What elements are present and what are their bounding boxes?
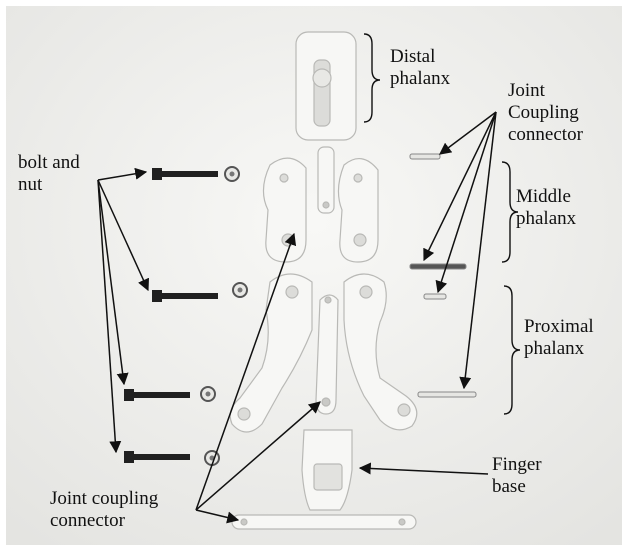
coupling-pin-small-3: [424, 294, 446, 299]
proximal-label-line2: phalanx: [524, 338, 594, 360]
joint-bottom-line2: connector: [50, 510, 158, 532]
bottom-coupling-bar: [232, 515, 416, 529]
coupling-pin-small-2: [410, 264, 466, 269]
middle-label-line2: phalanx: [516, 208, 576, 230]
middle-phalanx-left: [263, 158, 306, 262]
coupling-pin-small-1: [410, 154, 440, 159]
distal-phalanx-part: [296, 32, 356, 140]
middle-label-line1: Middle: [516, 186, 576, 208]
joint-coupling-connector-label-bottom: Joint coupling connector: [50, 488, 158, 532]
bolt-nut-line2: nut: [18, 174, 80, 196]
bolt-and-nut-label: bolt and nut: [18, 152, 80, 196]
joint-top-line1: Joint: [508, 80, 583, 102]
coupling-pin-small-4: [418, 392, 476, 397]
bolt-nut-line1: bolt and: [18, 152, 80, 174]
distal-label-line1: Distal: [390, 46, 450, 68]
middle-phalanx-right: [338, 159, 378, 262]
distal-label-line2: phalanx: [390, 68, 450, 90]
joint-top-line3: connector: [508, 124, 583, 146]
finger-base-line2: base: [492, 476, 542, 498]
finger-base-part: [302, 430, 352, 510]
joint-bottom-line1: Joint coupling: [50, 488, 158, 510]
distal-phalanx-label: Distal phalanx: [390, 46, 450, 90]
joint-coupling-connector-label-top: Joint Coupling connector: [508, 80, 583, 146]
finger-base-line1: Finger: [492, 454, 542, 476]
joint-top-line2: Coupling: [508, 102, 583, 124]
proximal-phalanx-label: Proximal phalanx: [524, 316, 594, 360]
coupling-pin-middle: [316, 295, 338, 414]
proximal-label-line1: Proximal: [524, 316, 594, 338]
middle-phalanx-label: Middle phalanx: [516, 186, 576, 230]
finger-base-label: Finger base: [492, 454, 542, 498]
